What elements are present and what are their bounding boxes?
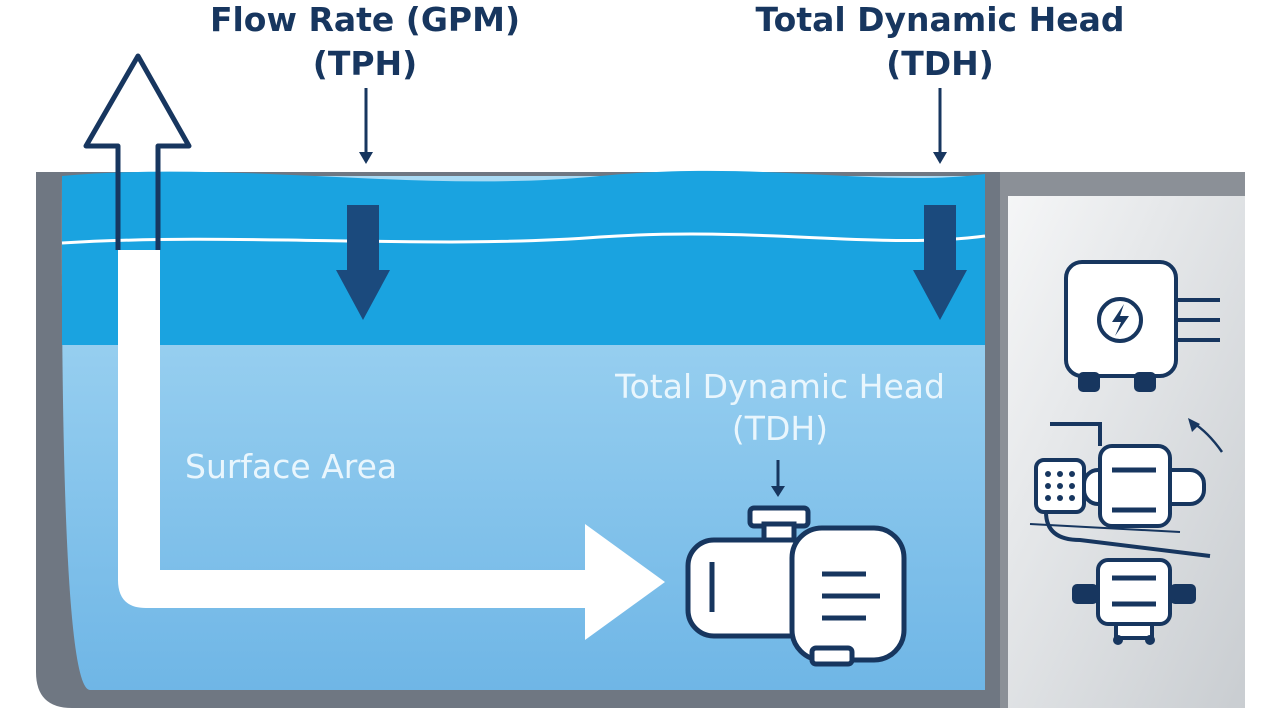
down-arrow-icon [336,205,967,320]
tdh-top-label-line1: Total Dynamic Head [755,0,1125,39]
curved-arrow-icon [1188,418,1224,453]
tdh-water-label-line1: Total Dynamic Head [615,367,945,406]
surface-area-label: Surface Area [185,447,398,486]
pointer-arrows [359,88,947,497]
up-arrow-icon [83,53,192,250]
tdh-water-label-line2: (TDH) [731,409,829,448]
tdh-water-label: Total Dynamic Head (TDH) [560,366,1000,450]
tdh-top-label: Total Dynamic Head (TDH) [700,0,1180,86]
flow-arrow-icon [118,250,665,640]
water-surface-layer [62,170,985,345]
flow-rate-label-line1: Flow Rate (GPM) [209,0,521,39]
tdh-top-label-line2: (TDH) [886,44,994,83]
control-box-icon [1029,422,1211,645]
flow-rate-label: Flow Rate (GPM) (TPH) [150,0,580,86]
flow-rate-label-line2: (TPH) [312,44,418,83]
electric-motor-icon [1064,260,1220,392]
pump-icon [685,505,907,667]
water-line [61,232,986,245]
